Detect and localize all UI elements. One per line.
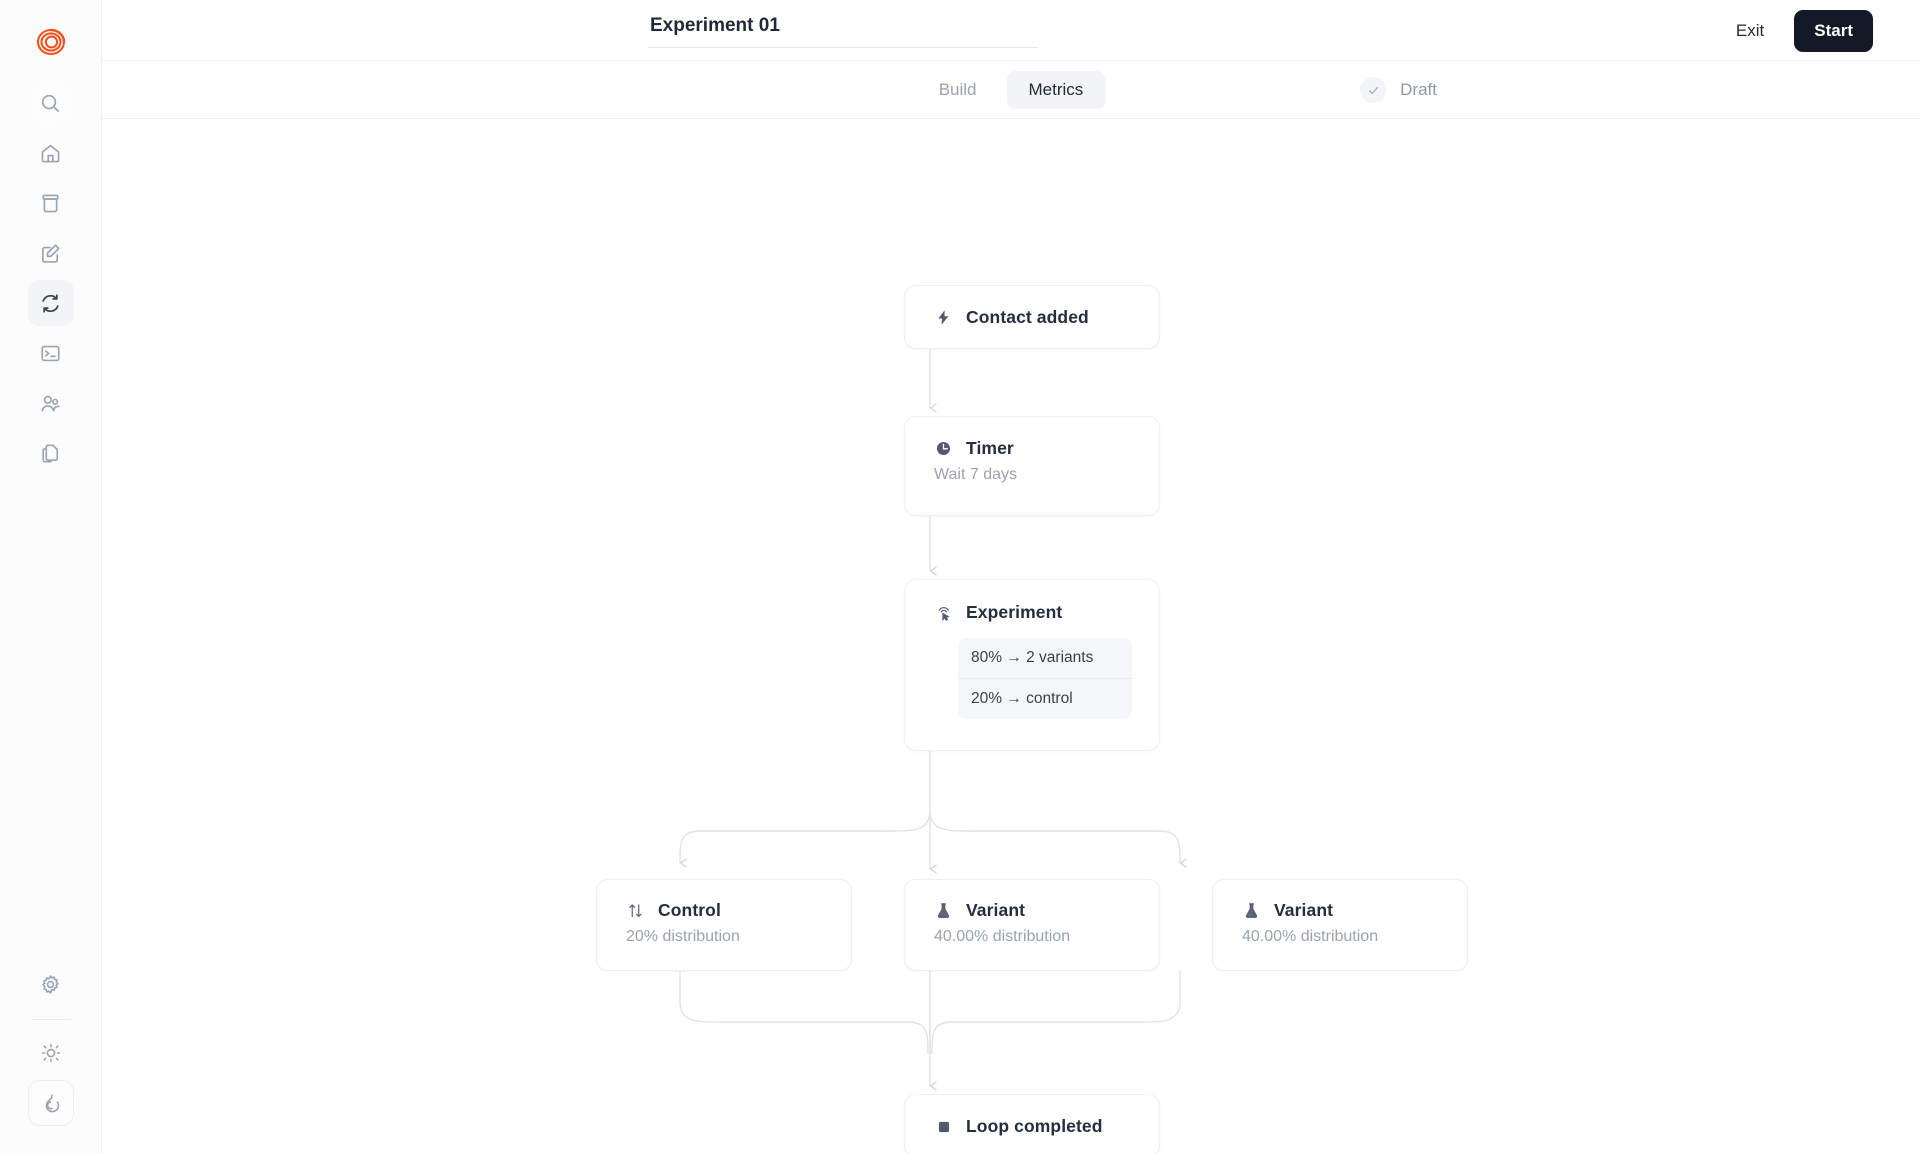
top-bar-actions: Exit Start [1728,0,1873,61]
sidebar-item-documents[interactable] [28,430,74,476]
sidebar-item-search[interactable] [27,80,74,126]
sidebar-item-theme[interactable] [28,1030,74,1076]
clock-icon [934,439,953,458]
node-header: Loop completed [934,1116,1159,1137]
tab-metrics[interactable]: Metrics [1006,70,1106,109]
node-header: Variant [934,900,1159,921]
node-subtitle: 20% distribution [626,928,740,945]
start-button[interactable]: Start [1794,9,1873,52]
spiral-logo-icon [36,28,65,56]
sidebar-item-settings[interactable] [28,961,74,1007]
stop-square-icon [934,1117,953,1136]
node-subtitle: 40.00% distribution [1242,928,1379,945]
lightning-bolt-icon [934,308,953,327]
split-row-variants[interactable]: 80% → 2 variants [971,649,1094,666]
node-title: Loop completed [966,1116,1103,1136]
node-title: Experiment [966,602,1063,622]
sidebar-item-sync[interactable] [27,280,74,326]
check-icon [1360,77,1387,103]
sidebar-item-terminal[interactable] [28,330,74,376]
node-header: Contact added [934,307,1159,328]
archive-box-icon [42,194,59,212]
search-icon [41,94,59,112]
rail-bottom-group [27,961,74,1154]
experiment-split-panel: 80% → 2 variants 20% → control [958,638,1132,719]
flow-node-variant-2[interactable]: Variant 40.00% distribution [1212,879,1468,971]
app-logo[interactable] [25,16,77,68]
node-header: Timer [934,438,1159,459]
flask-icon [934,901,953,920]
status-badge: Draft [1360,61,1437,119]
node-title: Variant [966,900,1026,920]
terminal-icon [41,345,60,361]
node-header: Experiment [934,602,1159,623]
pencil-square-icon [42,243,60,263]
gear-icon [42,974,59,994]
flask-icon [1242,901,1261,920]
flame-icon [45,1093,60,1112]
top-bar: Exit Start [102,0,1920,61]
node-title: Variant [1274,900,1334,920]
node-title: Timer [966,438,1014,458]
node-title: Control [658,900,721,920]
flow-node-loop-completed[interactable]: Loop completed [904,1094,1160,1154]
cursor-click-icon [934,603,953,622]
experiment-title-input[interactable] [648,10,1038,48]
node-subtitle: 40.00% distribution [934,928,1071,945]
sidebar-item-flame[interactable] [27,1080,74,1126]
sun-icon [41,1043,60,1063]
sidebar-item-home[interactable] [28,130,74,176]
flow-node-contact-added[interactable]: Contact added [904,285,1160,349]
node-subtitle: Wait 7 days [934,466,1017,483]
status-label: Draft [1400,80,1437,99]
users-icon [41,395,60,411]
flow-node-control[interactable]: Control 20% distribution [596,879,852,971]
flow-node-variant-1[interactable]: Variant 40.00% distribution [904,879,1160,971]
exit-button[interactable]: Exit [1728,15,1772,47]
refresh-cycle-icon [42,293,59,313]
sidebar-item-inbox[interactable] [28,180,74,226]
flow-node-timer[interactable]: Timer Wait 7 days [904,416,1160,516]
left-nav-rail [0,0,102,1154]
home-icon [41,144,60,162]
tab-group: Build Metrics [917,70,1106,109]
node-header: Control [626,900,851,921]
tabs-bar: Build Metrics Draft [102,61,1920,119]
split-row-control[interactable]: 20% → control [958,678,1132,719]
copy-documents-icon [42,443,59,463]
sidebar-item-compose[interactable] [28,230,74,276]
flow-node-experiment[interactable]: Experiment 80% → 2 variants 20% → contro… [904,579,1160,751]
node-title: Contact added [966,307,1089,327]
flow-canvas[interactable]: Contact added Timer Wait 7 days [102,119,1920,1154]
arrows-up-down-icon [626,901,645,920]
main-area: Exit Start Build Metrics Draft [102,0,1920,1154]
rail-divider [30,1019,71,1020]
tab-build[interactable]: Build [917,71,999,109]
node-header: Variant [1242,900,1467,921]
sidebar-item-contacts[interactable] [28,380,74,426]
